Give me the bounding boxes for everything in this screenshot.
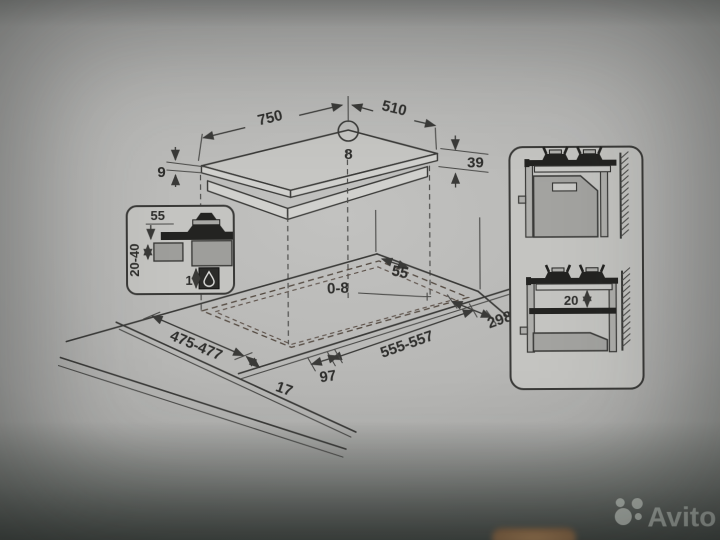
- dim-39-label: 39: [467, 154, 484, 171]
- dim-510-label: 510: [380, 97, 408, 119]
- oven-vent-slot: [551, 182, 578, 192]
- dim-20-label: 20: [564, 293, 579, 308]
- watermark-text: Avito: [647, 501, 716, 532]
- oven-clearance-view: [518, 145, 630, 239]
- dim-750-label: 750: [256, 107, 284, 129]
- inset-burner-icon: [186, 224, 226, 233]
- clearance-views-panel: 20: [508, 145, 645, 391]
- wall-hatch: [620, 151, 630, 238]
- inset-20-40-label: 20-40: [127, 244, 142, 277]
- top-dimensions: 750 510 8 9 39: [157, 96, 489, 188]
- inset-55-label: 55: [150, 208, 165, 223]
- dim-9-label: 9: [157, 164, 165, 181]
- avito-watermark: Avito: [614, 498, 716, 532]
- worktop-section: [153, 242, 184, 262]
- avito-logo-icon: [614, 498, 643, 526]
- cutout-dashed: [213, 266, 456, 345]
- oven-box: [532, 175, 599, 238]
- flame-icon: [203, 270, 215, 287]
- shelf-clearance-view: 20: [519, 263, 631, 353]
- foreground-blur-object: [492, 528, 576, 540]
- projection-lines: [199, 150, 481, 345]
- dim-0-8-label: 0-8: [327, 280, 349, 298]
- inset-1-label: 1: [185, 273, 192, 288]
- hob-footprint-dashed: [200, 260, 471, 349]
- drawer-box: [532, 332, 609, 352]
- dim-17-label: 17: [273, 378, 294, 400]
- wall-hatch: [621, 267, 631, 348]
- hob-top-view: [200, 120, 439, 221]
- dim-97-label: 97: [318, 367, 337, 386]
- dim-8-label: 8: [344, 146, 352, 163]
- installation-inset-detail: 55 20-40 1: [125, 204, 236, 296]
- hob-body-section: [191, 240, 233, 267]
- shelf-board: [529, 307, 617, 315]
- dim-55-label: 55: [390, 262, 410, 282]
